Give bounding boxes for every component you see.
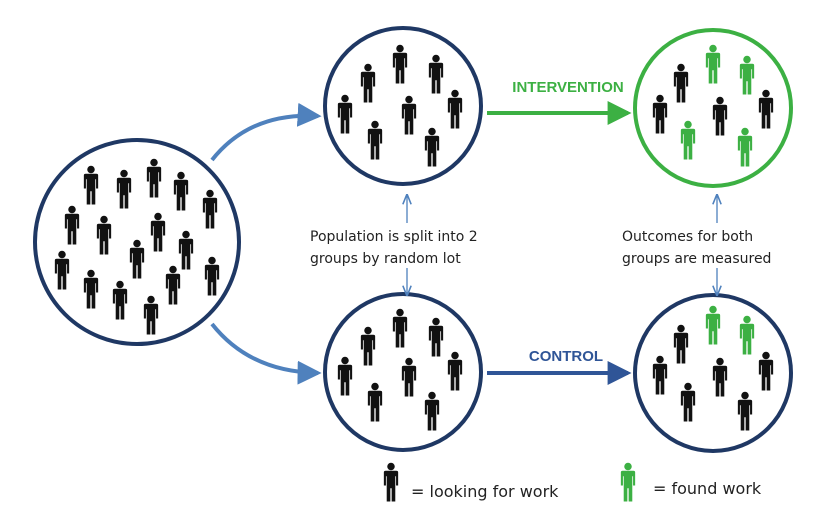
legend-found-work-label: = found work: [653, 479, 762, 498]
split-arrow-bottom: [210, 322, 322, 385]
person-looking-icon: [54, 250, 70, 290]
person-looking-icon: [143, 295, 159, 335]
person-looking-icon: [680, 382, 696, 422]
person-looking-icon: [96, 215, 112, 255]
person-looking-icon: [178, 230, 194, 270]
legend-looking-for-work-label: = looking for work: [411, 482, 559, 501]
person-looking-icon: [392, 308, 408, 348]
person-looking-icon: [447, 351, 463, 391]
person-looking-icon: [116, 169, 132, 209]
person-looking-icon: [712, 96, 728, 136]
legend-looking-for-work-icon: [383, 462, 399, 502]
person-looking-icon: [337, 356, 353, 396]
control-label: CONTROL: [529, 348, 603, 365]
person-looking-icon: [367, 120, 383, 160]
person-looking-icon: [173, 171, 189, 211]
measure-note-line-2: groups are measured: [622, 251, 771, 267]
person-looking-icon: [165, 265, 181, 305]
person-looking-icon: [392, 44, 408, 84]
person-looking-icon: [337, 94, 353, 134]
person-looking-icon: [360, 63, 376, 103]
person-found-work-icon: [739, 315, 755, 355]
person-looking-icon: [129, 239, 145, 279]
person-looking-icon: [401, 357, 417, 397]
person-looking-icon: [673, 63, 689, 103]
person-looking-icon: [204, 256, 220, 296]
person-looking-icon: [83, 165, 99, 205]
person-looking-icon: [428, 54, 444, 94]
split-note-line-2: groups by random lot: [310, 251, 461, 267]
person-looking-icon: [401, 95, 417, 135]
person-looking-icon: [360, 326, 376, 366]
person-looking-icon: [64, 205, 80, 245]
person-looking-icon: [673, 324, 689, 364]
person-looking-icon: [150, 212, 166, 252]
person-looking-icon: [428, 317, 444, 357]
person-looking-icon: [424, 127, 440, 167]
person-looking-icon: [424, 391, 440, 431]
person-looking-icon: [758, 351, 774, 391]
person-looking-icon: [758, 89, 774, 129]
measure-note-line-1: Outcomes for both: [622, 229, 753, 245]
person-looking-icon: [652, 355, 668, 395]
person-found-work-icon: [737, 127, 753, 167]
person-found-work-icon: [705, 44, 721, 84]
legend-found-work-icon: [620, 462, 636, 502]
person-looking-icon: [83, 269, 99, 309]
person-found-work-icon: [705, 305, 721, 345]
person-looking-icon: [737, 391, 753, 431]
person-found-work-icon: [680, 120, 696, 160]
person-found-work-icon: [739, 55, 755, 95]
split-arrow-top: [210, 102, 322, 162]
person-looking-icon: [202, 189, 218, 229]
person-looking-icon: [447, 89, 463, 129]
person-looking-icon: [146, 158, 162, 198]
person-looking-icon: [112, 280, 128, 320]
person-looking-icon: [712, 357, 728, 397]
people-figures: [54, 44, 774, 502]
split-note-line-1: Population is split into 2: [310, 229, 478, 245]
person-looking-icon: [652, 94, 668, 134]
person-looking-icon: [367, 382, 383, 422]
intervention-label: INTERVENTION: [512, 79, 623, 96]
